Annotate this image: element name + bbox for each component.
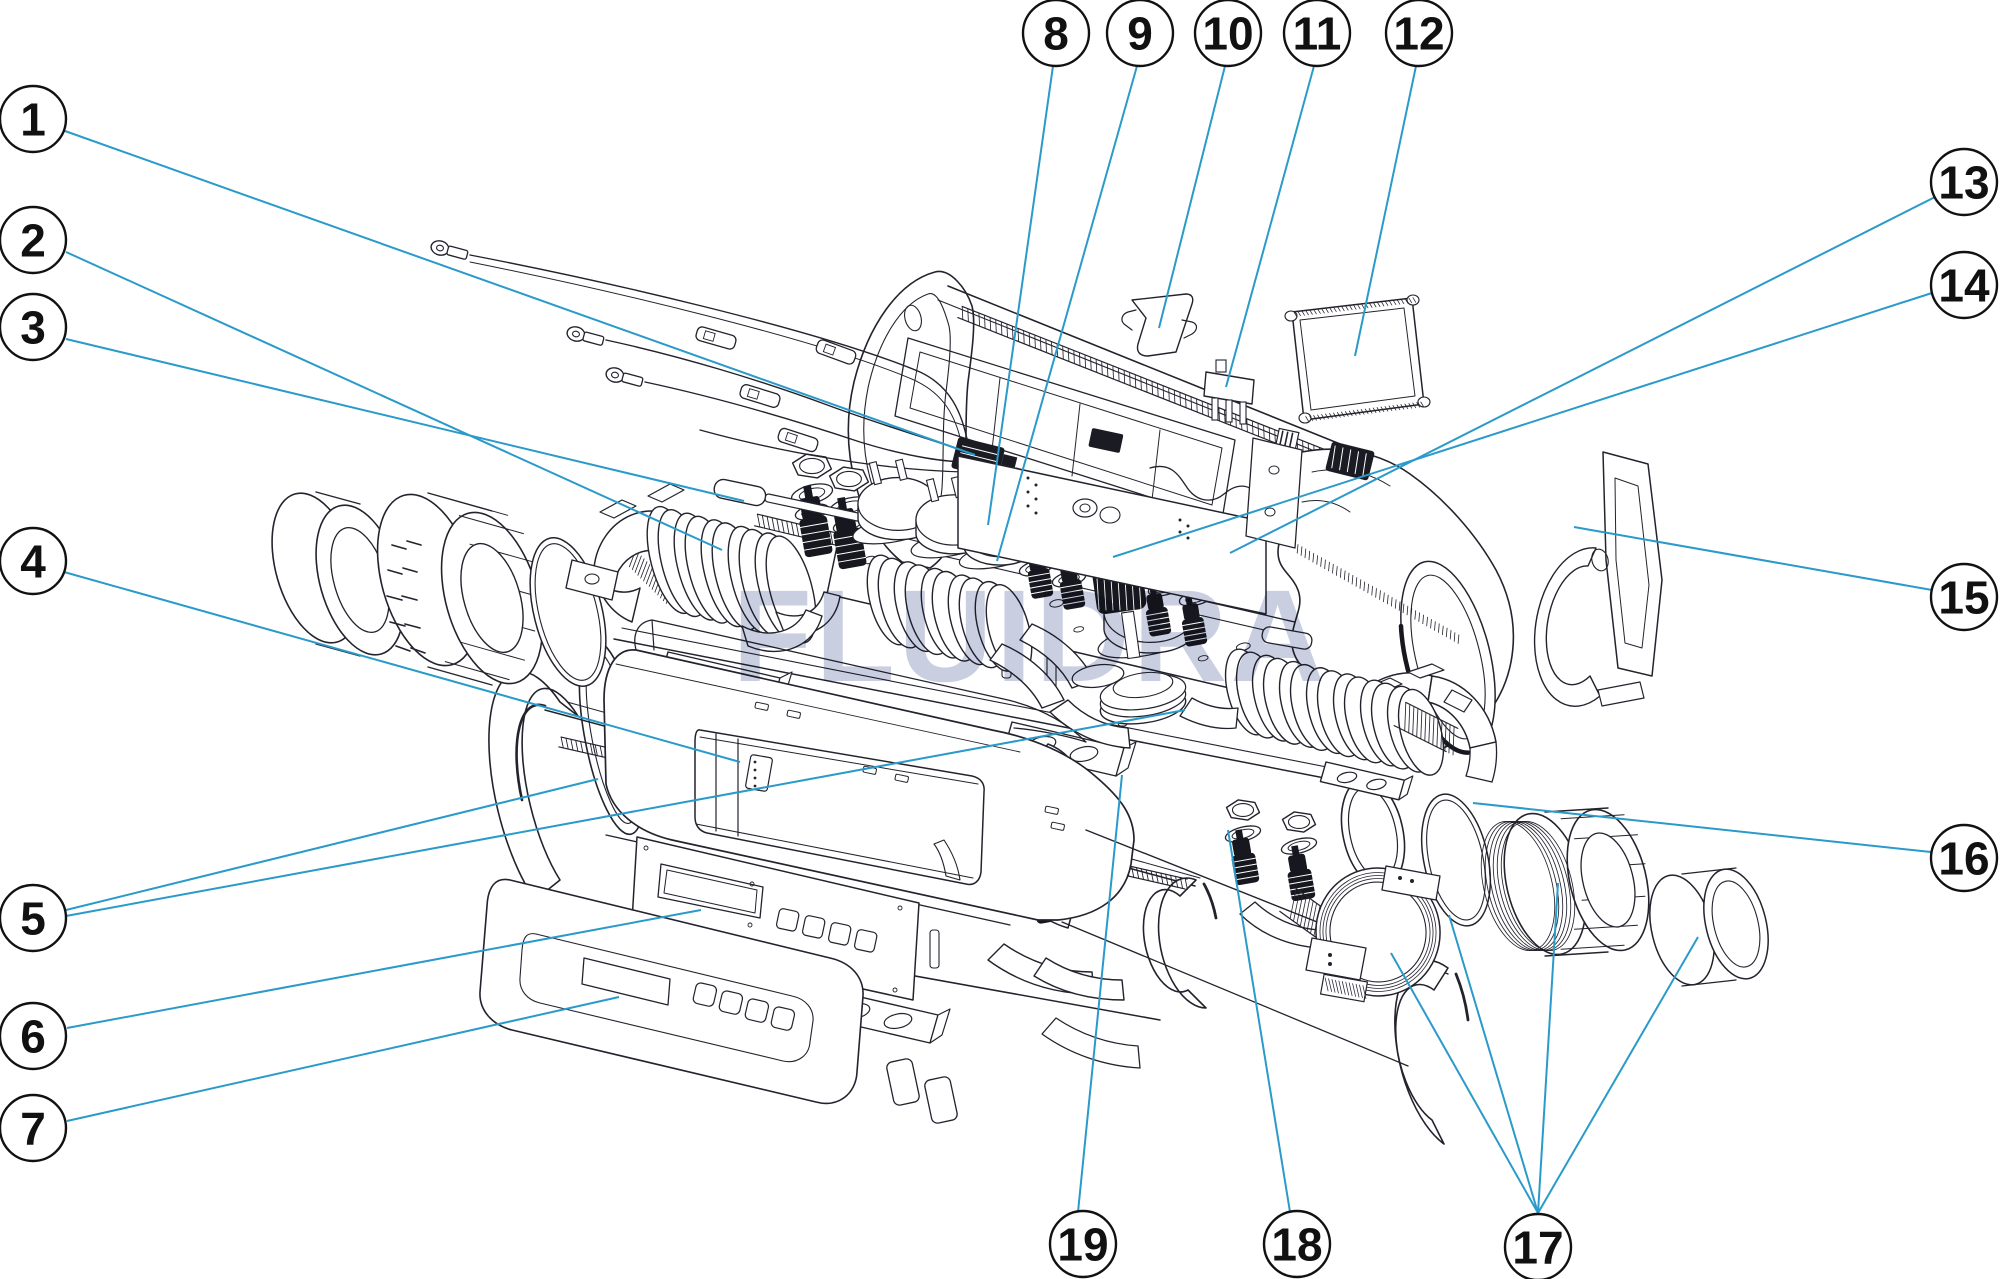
svg-text:14: 14: [1938, 260, 1990, 312]
svg-text:18: 18: [1271, 1219, 1322, 1271]
svg-text:FLUIDRA: FLUIDRA: [732, 562, 1328, 709]
svg-text:8: 8: [1043, 8, 1069, 60]
svg-text:4: 4: [20, 536, 46, 588]
svg-text:12: 12: [1393, 8, 1444, 60]
svg-text:2: 2: [20, 215, 46, 267]
svg-text:1: 1: [20, 94, 46, 146]
svg-text:16: 16: [1938, 833, 1989, 885]
svg-text:5: 5: [20, 893, 46, 945]
svg-text:10: 10: [1202, 8, 1253, 60]
svg-text:19: 19: [1057, 1219, 1108, 1271]
svg-text:15: 15: [1938, 572, 1989, 624]
svg-text:9: 9: [1127, 8, 1153, 60]
svg-text:7: 7: [20, 1103, 46, 1155]
svg-text:3: 3: [20, 302, 46, 354]
svg-text:17: 17: [1512, 1222, 1563, 1274]
svg-text:6: 6: [20, 1011, 46, 1063]
svg-text:13: 13: [1938, 157, 1989, 209]
svg-text:11: 11: [1293, 8, 1342, 60]
